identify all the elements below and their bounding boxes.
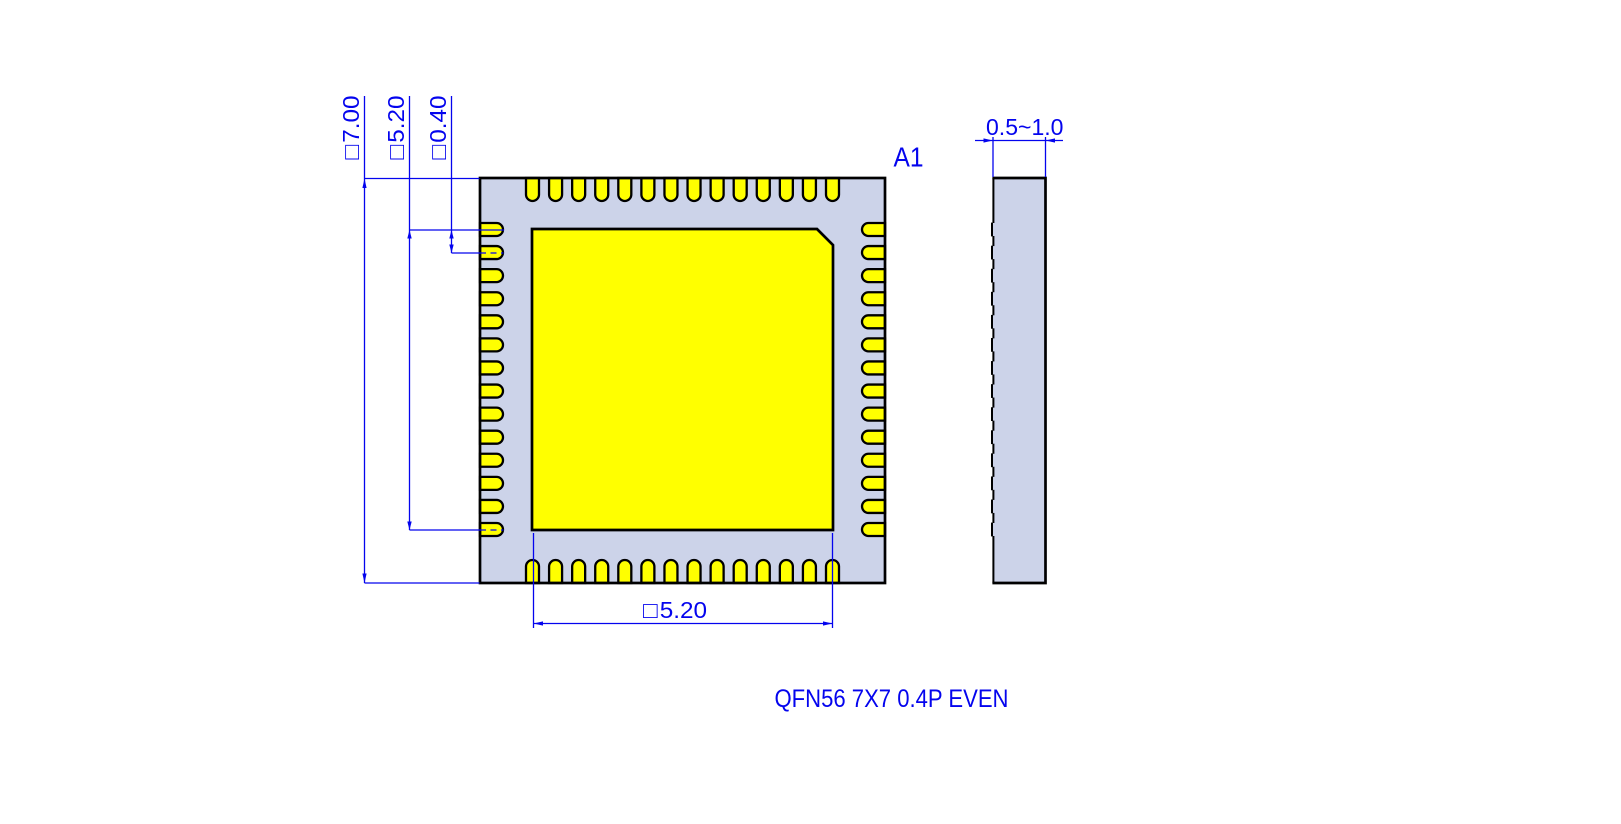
svg-text:A1: A1 [894, 142, 924, 173]
svg-text:0.5~1.0: 0.5~1.0 [986, 114, 1064, 140]
svg-text:□ 5.20: □ 5.20 [643, 597, 707, 623]
svg-text:□ 7.00: □ 7.00 [338, 96, 364, 160]
svg-text:□ 5.20: □ 5.20 [383, 96, 409, 160]
svg-text:□ 0.40: □ 0.40 [425, 96, 451, 160]
svg-text:QFN56 7X7 0.4P EVEN: QFN56 7X7 0.4P EVEN [775, 685, 1009, 713]
